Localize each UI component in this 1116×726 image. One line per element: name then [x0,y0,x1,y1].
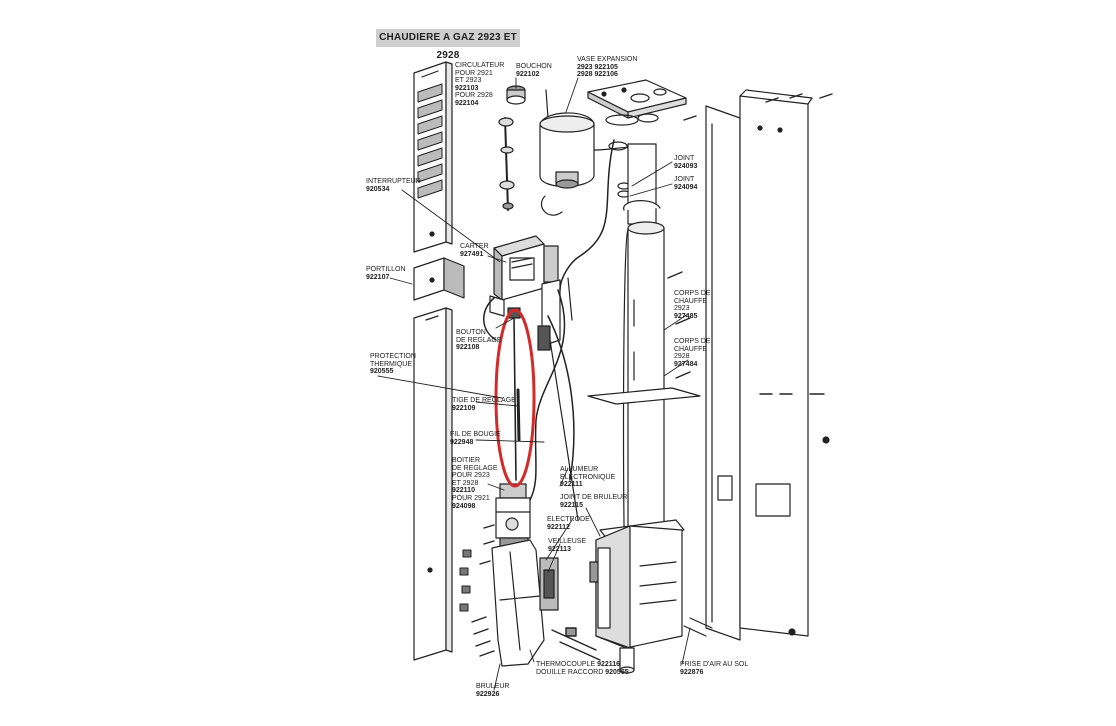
label-carter: CARTER 927491 [460,243,489,258]
corps-de-chauffe [587,143,701,629]
label-thermocouple: THERMOCOUPLE 922116 DOUILLE RACCORD 9205… [536,661,629,676]
label-fil-de-bougie: FIL DE BOUGIE 922948 [450,431,501,446]
front-lower-panel [413,307,453,661]
wiring [483,139,615,501]
label-protection-thermique: PROTECTION THERMIQUE 920555 [370,353,416,376]
burner-chamber [589,525,683,649]
tige-de-reglage [507,307,521,481]
label-bouchon: BOUCHON 922102 [516,63,552,78]
label-corps-de-chauffe-2928: CORPS DE CHAUFFE 2928 927484 [674,338,711,368]
side-panel-middle [705,105,741,641]
prise-air-pipe [619,617,713,674]
screws-lower-left [471,524,495,657]
label-vase-expansion: VASE EXPANSION 2923 922105 2928 922106 [577,56,638,79]
label-interrupteur: INTERRUPTEUR 920534 [366,178,421,193]
side-panel-back [739,89,830,637]
bouchon-cap [506,85,549,119]
top-plate [587,79,687,119]
portillon-panel [413,257,465,301]
leader-lines [377,77,691,691]
label-bouton-de-reglage: BOUTON DE REGLAGE 922108 [456,329,502,352]
allumeur-electronique [537,325,579,521]
label-veilleuse: VEILLEUSE 922113 [548,538,587,553]
label-electrode: ELECTRODE 922112 [547,516,590,531]
label-joint-de-bruleur: JOINT DE BRULEUR 922115 [560,494,628,509]
label-joint-2: JOINT 924094 [674,176,698,191]
label-prise-air-au-sol: PRISE D'AIR AU SOL 922876 [680,661,749,676]
carter-control-box [489,235,559,317]
circulateur-pump [498,117,515,211]
thermocouple-parts [551,627,601,661]
label-joint-1: JOINT 924093 [674,155,698,170]
boitier-de-reglage [495,483,531,549]
fastener-squares [459,549,472,612]
vase-expansion [539,112,649,216]
screws-right [667,93,833,395]
diagram-title: CHAUDIERE A GAZ 2923 ET 2928 [376,29,520,61]
label-bruleur: BRULEUR 922926 [476,683,510,698]
label-corps-de-chauffe-2923: CORPS DE CHAUFFE 2923 927485 [674,290,711,320]
label-tige-de-reglage: TIGE DE REGLAGE 922109 [452,397,516,412]
front-upper-panel [413,61,453,253]
highlight-ellipse [494,308,536,488]
label-boitier-de-reglage: BOITIER DE REGLAGE POUR 2923 ET 2928 922… [452,457,498,510]
label-allumeur-electronique: ALLUMEUR ELECTRONIQUE 922111 [560,466,616,489]
label-portillon: PORTILLON 922107 [366,266,406,281]
bruleur [491,539,559,667]
label-circulateur: CIRCULATEUR POUR 2921 ET 2923 922103 POU… [455,62,505,107]
